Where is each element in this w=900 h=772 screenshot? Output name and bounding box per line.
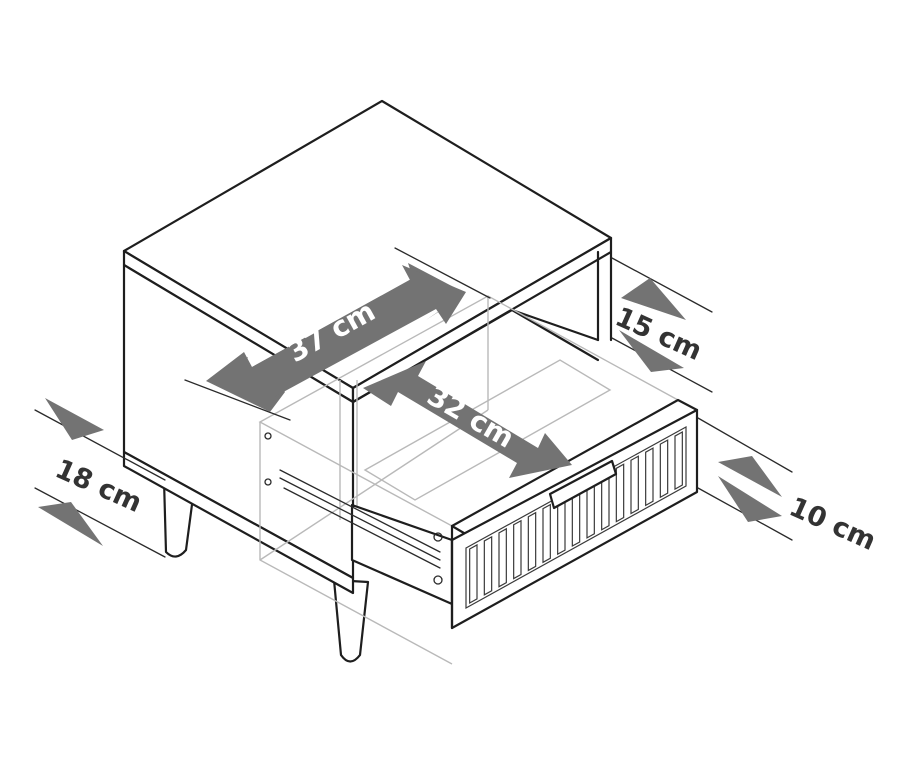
ext-37-right xyxy=(394,247,491,299)
drawer-slat xyxy=(483,535,493,596)
drawer-slat xyxy=(659,439,669,499)
drawer-slat xyxy=(615,463,625,523)
drawer-slide-rail-1 xyxy=(279,469,441,553)
drawer-slat xyxy=(674,431,683,491)
arrow-18cm-top xyxy=(45,398,104,440)
drawer-side xyxy=(264,432,454,606)
dimension-10cm: 10 cm xyxy=(718,456,880,557)
drawer-slide-rail-2 xyxy=(279,477,441,561)
screw-3 xyxy=(264,432,272,440)
drawer-slat xyxy=(469,543,478,604)
arrow-15cm-bottom xyxy=(619,330,684,372)
screw-2 xyxy=(433,575,443,585)
label-10cm: 10 cm xyxy=(785,492,881,557)
dimension-37cm: 37 cm xyxy=(206,263,466,412)
drawer-slat xyxy=(527,511,537,572)
ext-18-bottom xyxy=(34,487,166,558)
screw-4 xyxy=(264,478,272,486)
drawer-box-outline xyxy=(258,295,680,665)
screw-1 xyxy=(433,532,443,542)
cabinet-bottom-rail xyxy=(122,450,355,595)
drawer-slat xyxy=(542,503,551,564)
open-shelf-inner xyxy=(510,308,600,362)
arrow-18cm-bottom xyxy=(38,502,103,546)
arrow-37cm-body xyxy=(206,265,466,411)
drawer-slat xyxy=(513,519,522,580)
ext-18-top xyxy=(34,409,166,481)
arrow-32cm xyxy=(363,361,572,478)
dimension-15cm: 15 cm xyxy=(611,278,706,372)
arrow-10cm-top xyxy=(718,456,782,497)
drawer-front xyxy=(450,398,699,630)
arrow-10cm-bottom xyxy=(718,476,782,522)
drawer-floor xyxy=(363,359,612,501)
drawer-slat xyxy=(630,455,639,515)
drawer-slat xyxy=(498,527,507,588)
extension-lines xyxy=(34,247,793,558)
ext-37-left xyxy=(184,379,291,421)
drawer-handle xyxy=(548,459,618,510)
drawer-slide-rail-3 xyxy=(283,487,441,569)
drawer-slat xyxy=(645,447,654,507)
arrow-15cm-top xyxy=(621,278,686,320)
ext-15-top xyxy=(611,257,713,313)
ext-10-top xyxy=(697,417,793,473)
dimension-32cm: 32 cm xyxy=(363,361,572,478)
drawer-front-slats xyxy=(469,431,683,604)
drawer-box-bottom-back xyxy=(259,409,489,561)
leg-front xyxy=(332,578,370,663)
